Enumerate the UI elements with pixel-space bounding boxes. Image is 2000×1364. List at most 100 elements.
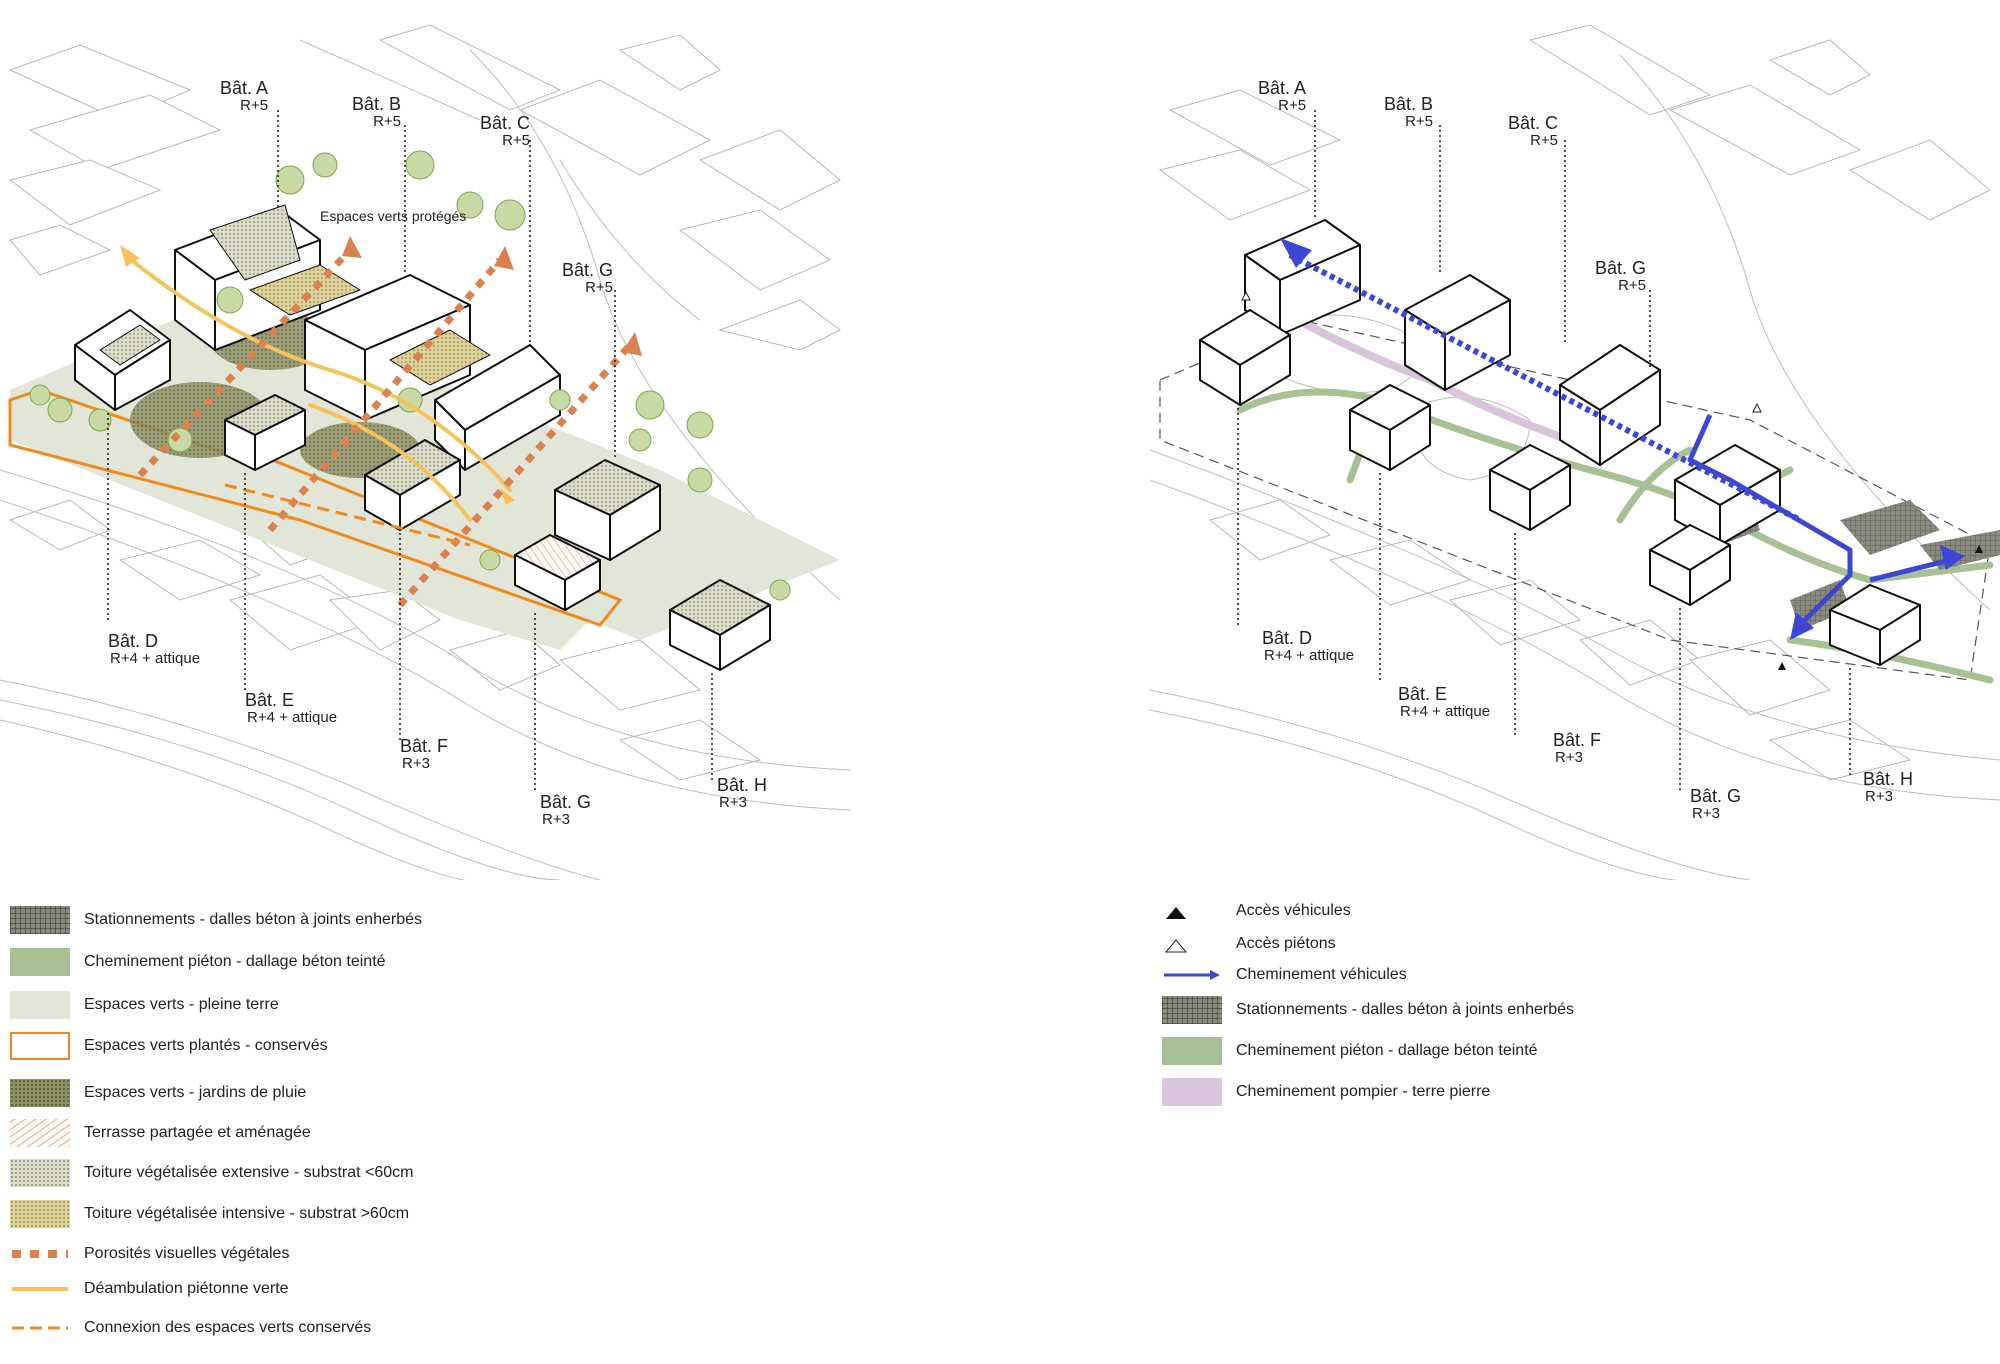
legend-item: Toiture végétalisée intensive - substrat… (10, 1199, 409, 1229)
legend-item: Cheminement piéton - dallage béton teint… (10, 947, 386, 977)
shared-terrace-swatch (10, 1119, 70, 1147)
trees (29, 150, 791, 601)
legend-label: Toiture végétalisée intensive - substrat… (84, 1205, 410, 1222)
vehicle-path-solid (1687, 413, 1853, 627)
porosity-arrowhead (342, 236, 362, 258)
legend-item: Stationnements - dalles béton à joints e… (1162, 995, 1574, 1025)
legend-label: Cheminement véhicules (1236, 966, 1407, 983)
porosity-arrowhead (494, 246, 514, 270)
legend-item: Connexion des espaces verts conservés (10, 1313, 371, 1343)
vehicle-arrowhead (1280, 238, 1312, 268)
legend-item: Stationnements - dalles béton à joints e… (10, 905, 422, 935)
legend-item: Déambulation piétonne verte (10, 1274, 289, 1304)
dotted-line-icon (12, 1250, 68, 1258)
parking-area (1840, 500, 1940, 555)
street-lines (0, 39, 850, 880)
pedestrian-path-swatch (1162, 1037, 1222, 1065)
legend-label: Cheminement piéton - dallage béton teint… (1236, 1042, 1538, 1059)
parking-swatch (1162, 996, 1222, 1024)
legend-item: Cheminement véhicules (1162, 960, 1407, 990)
legend-label: Cheminement piéton - dallage béton teint… (84, 953, 386, 970)
deambulation-arrowhead (120, 245, 140, 267)
dashed-line-icon (12, 1326, 68, 1330)
context-buildings (8, 24, 841, 781)
fire-access-swatch (1162, 1078, 1222, 1106)
outline-triangle-icon (1164, 939, 1188, 953)
preserved-planted-swatch (10, 1032, 70, 1060)
solid-line-icon (12, 1287, 68, 1291)
parking-swatch (10, 906, 70, 934)
site-boundary (1159, 319, 1991, 681)
legend-item: Espaces verts - jardins de pluie (10, 1078, 306, 1108)
legend-label: Espaces verts - jardins de pluie (84, 1084, 307, 1101)
legend-item: Accès piétons (1162, 929, 1336, 959)
legend-label: Cheminement pompier - terre pierre (1236, 1083, 1491, 1100)
open-ground-swatch (10, 991, 70, 1019)
right-axonometric-drawing (1150, 24, 2000, 880)
vehicle-path-solid (1869, 557, 1951, 583)
legend-item: Toiture végétalisée extensive - substrat… (10, 1158, 414, 1188)
pedestrian-path-swatch (10, 948, 70, 976)
arrow-icon (1164, 970, 1220, 980)
rain-garden-swatch (10, 1079, 70, 1107)
legend-item: Espaces verts - pleine terre (10, 990, 279, 1020)
vehicle-path-dotted (1288, 252, 1802, 523)
building-leader-lines (1237, 110, 1851, 790)
legend-label: Connexion des espaces verts conservés (84, 1319, 372, 1336)
intensive-roof-swatch (10, 1200, 70, 1228)
legend-item: Porosités visuelles végétales (10, 1239, 289, 1269)
legend-item: Cheminement piéton - dallage béton teint… (1162, 1036, 1538, 1066)
context-buildings (1158, 24, 1991, 781)
legend-label: Déambulation piétonne verte (84, 1280, 289, 1297)
legend-label: Espaces verts plantés - conservés (84, 1037, 328, 1054)
pedestrian-access-marker (1241, 290, 1251, 301)
legend-item: Espaces verts plantés - conservés (10, 1031, 328, 1061)
legend-label: Terrasse partagée et aménagée (84, 1124, 311, 1141)
pedestrian-access-marker (1752, 402, 1762, 413)
legend-label: Espaces verts - pleine terre (84, 996, 279, 1013)
visual-porosity-lines (137, 247, 633, 608)
legend-label: Stationnements - dalles béton à joints e… (84, 911, 422, 928)
legend-label: Toiture végétalisée extensive - substrat… (84, 1164, 414, 1181)
porosity-arrowhead (622, 332, 642, 356)
legend-label: Stationnements - dalles béton à joints e… (1236, 1001, 1574, 1018)
annotation-protected-green: Espaces verts protégés (320, 208, 467, 224)
building-leader-lines (107, 110, 713, 790)
legend-label: Accès véhicules (1236, 902, 1351, 919)
vehicle-access-marker (1975, 545, 1983, 553)
buildings (1199, 219, 1921, 666)
legend-label: Accès piétons (1236, 935, 1336, 952)
deambulation-path (123, 253, 512, 522)
vehicle-access-marker (1778, 662, 1786, 670)
buildings (74, 204, 771, 671)
deambulation-arrowhead (500, 488, 515, 505)
vehicle-arrowhead (1940, 545, 1965, 570)
vehicle-arrowhead (1790, 612, 1814, 640)
green-connection-dashed (224, 483, 471, 547)
filled-triangle-icon (1166, 907, 1186, 919)
extensive-roof-swatch (10, 1159, 70, 1187)
legend-item: Cheminement pompier - terre pierre (1162, 1077, 1490, 1107)
legend-item: Terrasse partagée et aménagée (10, 1118, 311, 1148)
left-axonometric-drawing (0, 24, 850, 880)
